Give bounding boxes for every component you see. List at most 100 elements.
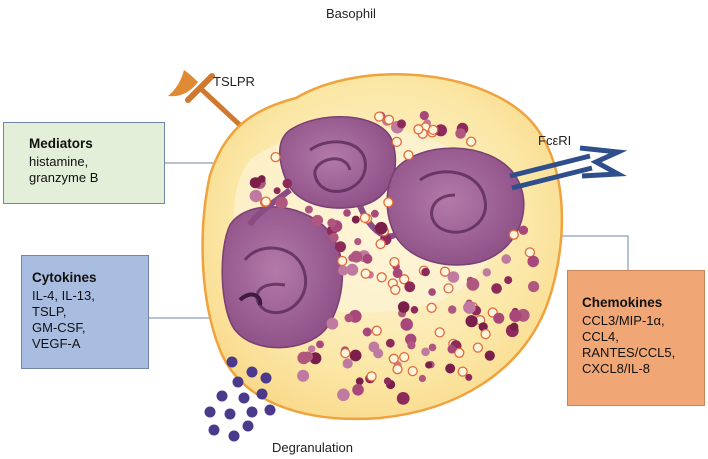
released-granule	[260, 372, 272, 384]
granule	[484, 350, 495, 361]
granule	[428, 288, 436, 296]
granule	[426, 302, 437, 313]
granule	[348, 254, 357, 262]
cytokines-item: VEGF-A	[32, 336, 81, 351]
granule	[465, 136, 477, 147]
granule	[472, 342, 484, 353]
granule	[355, 377, 364, 386]
granule	[413, 124, 424, 135]
released-granule	[256, 388, 268, 400]
granule	[434, 124, 447, 137]
granule	[375, 238, 386, 250]
granule	[480, 328, 491, 340]
granule	[344, 313, 354, 323]
cytokines-box: Cytokines IL-4, IL-13, TSLP, GM-CSF, VEG…	[21, 255, 149, 369]
granule	[518, 225, 529, 235]
released-granule	[232, 376, 244, 388]
granule	[465, 373, 473, 381]
released-granule	[238, 392, 250, 404]
nucleus	[221, 115, 525, 349]
granule	[510, 322, 519, 331]
granule	[524, 247, 536, 258]
granule	[260, 196, 272, 207]
released-granule	[246, 406, 258, 418]
granule	[275, 196, 288, 209]
fceri-receptor	[509, 145, 628, 191]
granule	[273, 187, 281, 195]
chemokines-item: CCL3/MIP-1α,	[582, 313, 665, 328]
granule	[421, 347, 430, 357]
granule	[501, 254, 512, 264]
released-granule	[264, 404, 276, 416]
granule	[316, 340, 324, 349]
fceri-label: FcεRI	[538, 133, 572, 148]
granule	[400, 318, 414, 331]
granule	[385, 338, 395, 348]
granule	[463, 301, 476, 314]
granule	[425, 361, 433, 369]
released-granule	[226, 356, 238, 368]
mediators-title: Mediators	[29, 136, 93, 151]
granule	[282, 178, 293, 189]
granule	[270, 151, 281, 163]
granule	[465, 315, 478, 328]
granule	[352, 384, 364, 396]
granule	[527, 255, 539, 268]
granule	[445, 363, 456, 374]
granule	[410, 306, 419, 314]
granules	[249, 110, 540, 405]
granule	[407, 341, 416, 350]
granule	[439, 266, 451, 277]
granule	[337, 255, 348, 267]
granule	[346, 263, 359, 276]
granule	[397, 119, 406, 129]
granule	[354, 238, 362, 246]
chemokines-item: RANTES/CCL5,	[582, 345, 676, 360]
granule	[383, 197, 394, 208]
released-granule	[224, 408, 236, 420]
granule	[457, 366, 468, 377]
granule	[249, 189, 262, 203]
mediators-box: Mediators histamine, granzyme B	[3, 122, 165, 204]
granule	[360, 268, 371, 279]
granule	[359, 212, 371, 224]
diagram-title: Basophil	[326, 6, 376, 21]
granule	[428, 343, 437, 352]
granule	[337, 388, 350, 402]
granule	[342, 358, 353, 369]
chemokines-item: CCL4,	[582, 329, 619, 344]
granule	[304, 205, 313, 214]
granule	[447, 344, 457, 354]
granule	[443, 283, 454, 294]
granule	[297, 369, 310, 382]
granule	[388, 353, 399, 364]
chemokines-box: Chemokines CCL3/MIP-1α, CCL4, RANTES/CCL…	[567, 270, 705, 406]
mediators-item: histamine,	[29, 154, 89, 169]
granule	[362, 253, 373, 264]
cytokines-item: GM-CSF,	[32, 320, 86, 335]
granule	[399, 274, 410, 285]
granule	[418, 374, 426, 383]
chemokines-title: Chemokines	[582, 295, 663, 310]
granule	[335, 241, 346, 253]
granule	[338, 265, 349, 276]
granule	[392, 364, 403, 375]
granule	[508, 229, 519, 240]
granule	[491, 283, 502, 294]
mediators-item: granzyme B	[29, 170, 99, 185]
granule	[308, 345, 316, 353]
granule	[376, 272, 387, 283]
granule	[326, 317, 339, 330]
granule	[504, 276, 513, 285]
granule	[249, 177, 261, 189]
granule	[407, 365, 418, 377]
granule	[528, 281, 540, 293]
granule	[391, 136, 402, 148]
granule	[448, 305, 457, 314]
granule	[509, 309, 522, 323]
granule	[447, 271, 460, 283]
granule	[371, 209, 379, 218]
granule	[366, 371, 377, 382]
